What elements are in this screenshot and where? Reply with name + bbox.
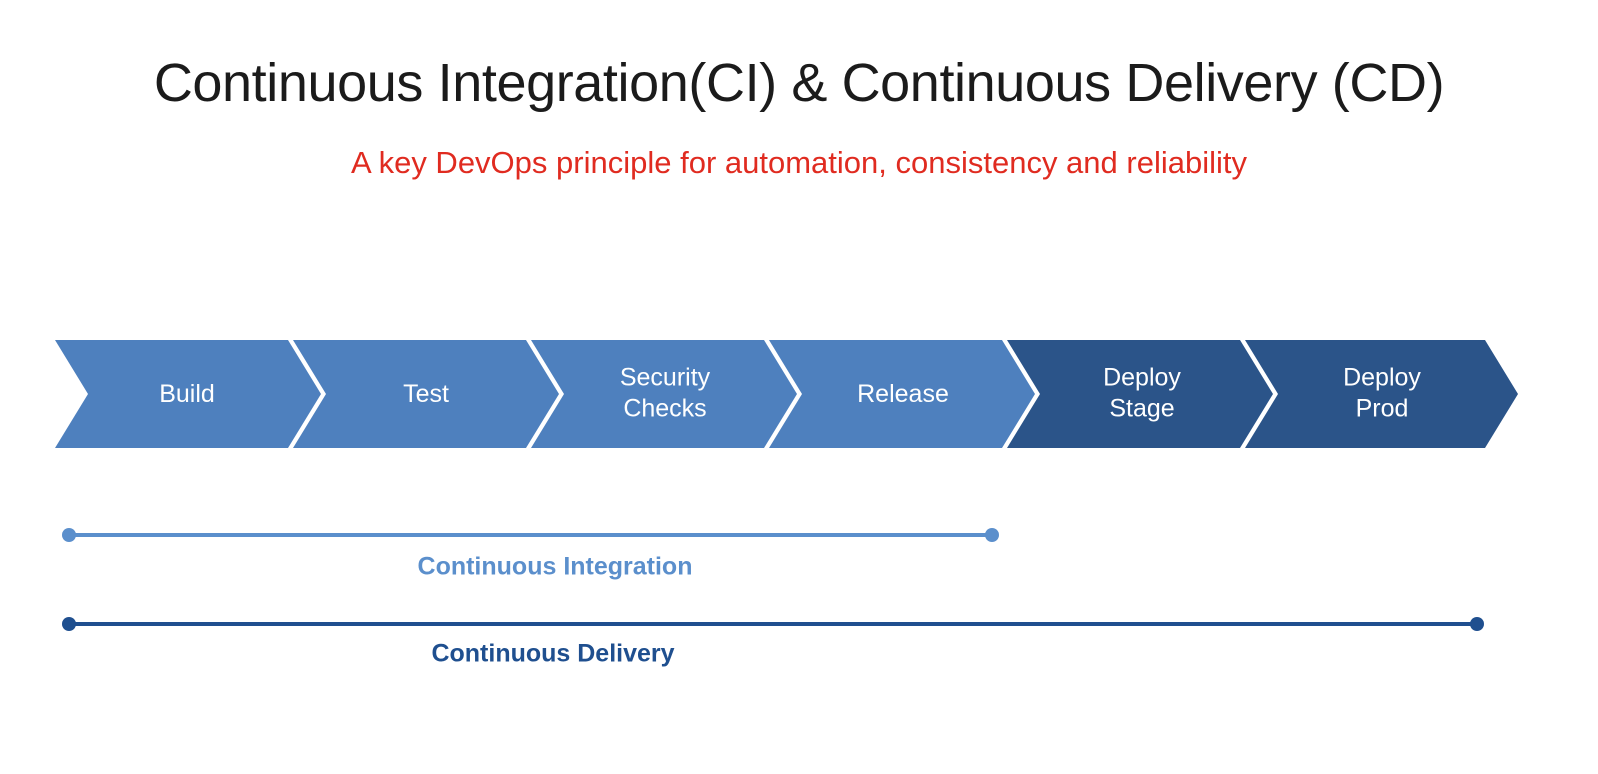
chevron-shape-test[interactable] bbox=[293, 340, 559, 448]
span-label-continuous-delivery: Continuous Delivery bbox=[431, 640, 674, 668]
pipeline-stage-build[interactable]: Build bbox=[55, 340, 321, 448]
chevron-label-build: Build bbox=[159, 380, 215, 408]
chevron-label-test: Test bbox=[403, 380, 449, 408]
span-continuous-delivery: Continuous Delivery bbox=[62, 617, 1484, 668]
pipeline-diagram: Build Test Security Checks Release D bbox=[0, 336, 1598, 456]
pipeline-stage-deploy-prod[interactable]: Deploy Prod bbox=[1245, 340, 1518, 448]
span-endpoint-right-continuous-integration bbox=[985, 528, 999, 542]
chevron-label-security-checks-line2: Checks bbox=[623, 395, 706, 423]
pipeline-stage-security-checks[interactable]: Security Checks bbox=[531, 340, 797, 448]
chevron-label-release: Release bbox=[857, 380, 949, 408]
chevron-shape-deploy-prod[interactable] bbox=[1245, 340, 1518, 448]
span-endpoint-left-continuous-integration bbox=[62, 528, 76, 542]
chevron-label-deploy-prod-line2: Prod bbox=[1356, 395, 1409, 423]
pipeline-stage-release[interactable]: Release bbox=[769, 340, 1035, 448]
chevron-label-deploy-prod-line1: Deploy bbox=[1343, 364, 1421, 392]
chevron-shape-security-checks[interactable] bbox=[531, 340, 797, 448]
pipeline-stage-deploy-stage[interactable]: Deploy Stage bbox=[1007, 340, 1273, 448]
chevron-shape-release[interactable] bbox=[769, 340, 1035, 448]
chevron-label-deploy-stage-line2: Stage bbox=[1109, 395, 1174, 423]
page-title: Continuous Integration(CI) & Continuous … bbox=[153, 53, 1445, 113]
chevron-label-security-checks-line1: Security bbox=[620, 364, 711, 392]
span-label-continuous-integration: Continuous Integration bbox=[418, 553, 693, 581]
span-endpoint-left-continuous-delivery bbox=[62, 617, 76, 631]
pipeline-stage-test[interactable]: Test bbox=[293, 340, 559, 448]
page-subtitle: A key DevOps principle for automation, c… bbox=[351, 145, 1247, 180]
chevron-label-deploy-stage-line1: Deploy bbox=[1103, 364, 1181, 392]
phase-spans: Continuous Integration Continuous Delive… bbox=[0, 500, 1598, 700]
span-continuous-integration: Continuous Integration bbox=[62, 528, 999, 581]
chevron-shape-build[interactable] bbox=[55, 340, 321, 448]
span-endpoint-right-continuous-delivery bbox=[1470, 617, 1484, 631]
chevron-shape-deploy-stage[interactable] bbox=[1007, 340, 1273, 448]
